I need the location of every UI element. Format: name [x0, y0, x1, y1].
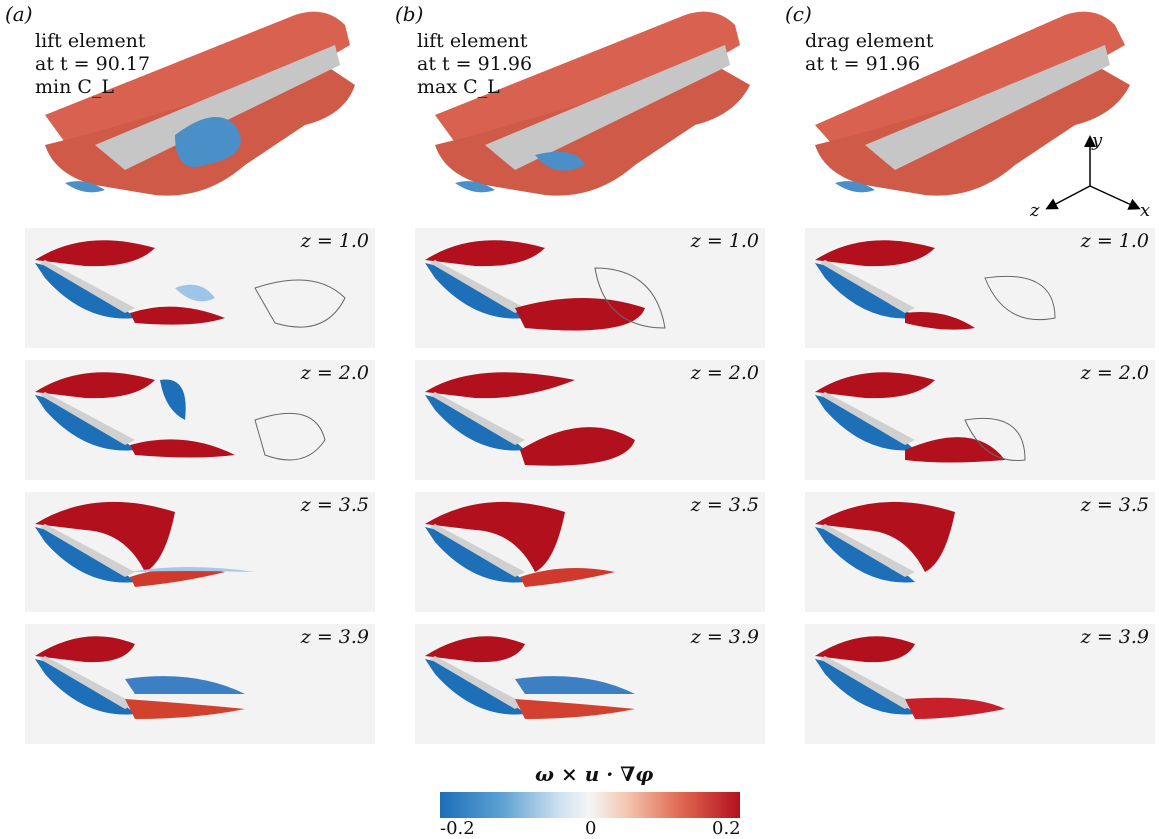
isosurface-render: [805, 5, 1135, 220]
slice-label: z = 3.9: [690, 626, 759, 648]
slice-z3-9: z = 3.9: [415, 624, 765, 744]
slice-z3-9: z = 3.9: [25, 624, 375, 744]
slice-label: z = 1.0: [300, 230, 369, 252]
slice-z2: z = 2.0: [25, 360, 375, 480]
axes-triad: y x z: [1030, 128, 1155, 228]
slice-label: z = 1.0: [690, 230, 759, 252]
slice-label: z = 2.0: [690, 362, 759, 384]
panel-label: (c): [785, 2, 812, 26]
slice-z3-5: z = 3.5: [25, 492, 375, 612]
panel-caption: lift element at t = 91.96 max C_L: [417, 30, 532, 99]
panel-c: (c) drag element at t = 91.96 z = 1.0 z …: [785, 0, 1159, 760]
caption-line-3: min C_L: [35, 76, 115, 98]
colorbar: [440, 792, 740, 818]
slice-z1: z = 1.0: [805, 228, 1155, 348]
caption-line-1: lift element: [417, 30, 528, 52]
panel-caption: drag element at t = 91.96: [805, 30, 933, 76]
axis-label-z: z: [1030, 200, 1040, 221]
isosurface-render: [25, 5, 375, 220]
slice-label: z = 3.9: [1080, 626, 1149, 648]
slice-label: z = 2.0: [300, 362, 369, 384]
panel-a: (a) lift element at t = 90.17 min C_L z …: [5, 0, 395, 760]
slice-label: z = 3.5: [1080, 494, 1149, 516]
caption-line-1: drag element: [805, 30, 934, 52]
slice-label: z = 3.9: [300, 626, 369, 648]
slice-z3-5: z = 3.5: [415, 492, 765, 612]
panel-caption: lift element at t = 90.17 min C_L: [35, 30, 150, 99]
slice-z1: z = 1.0: [415, 228, 765, 348]
slice-z1: z = 1.0: [25, 228, 375, 348]
slice-z2: z = 2.0: [415, 360, 765, 480]
slice-z2: z = 2.0: [805, 360, 1155, 480]
colorbar-mid: 0: [585, 818, 597, 839]
isosurface-render: [415, 5, 765, 220]
caption-line-2: at t = 91.96: [805, 53, 921, 75]
caption-line-3: max C_L: [417, 76, 500, 98]
panel-label: (b): [395, 2, 424, 26]
panel-label: (a): [5, 2, 33, 26]
slice-label: z = 1.0: [1080, 230, 1149, 252]
axis-label-y: y: [1092, 130, 1103, 151]
caption-line-1: lift element: [35, 30, 146, 52]
slice-z3-9: z = 3.9: [805, 624, 1155, 744]
colorbar-max: 0.2: [712, 818, 741, 839]
slice-label: z = 2.0: [1080, 362, 1149, 384]
caption-line-2: at t = 91.96: [417, 53, 533, 75]
slice-label: z = 3.5: [690, 494, 759, 516]
caption-line-2: at t = 90.17: [35, 53, 151, 75]
slice-z3-5: z = 3.5: [805, 492, 1155, 612]
slice-label: z = 3.5: [300, 494, 369, 516]
axis-label-x: x: [1140, 200, 1151, 221]
panel-b: (b) lift element at t = 91.96 max C_L z …: [395, 0, 785, 760]
colorbar-title: ω × u · ∇φ: [535, 762, 654, 786]
colorbar-min: -0.2: [440, 818, 475, 839]
